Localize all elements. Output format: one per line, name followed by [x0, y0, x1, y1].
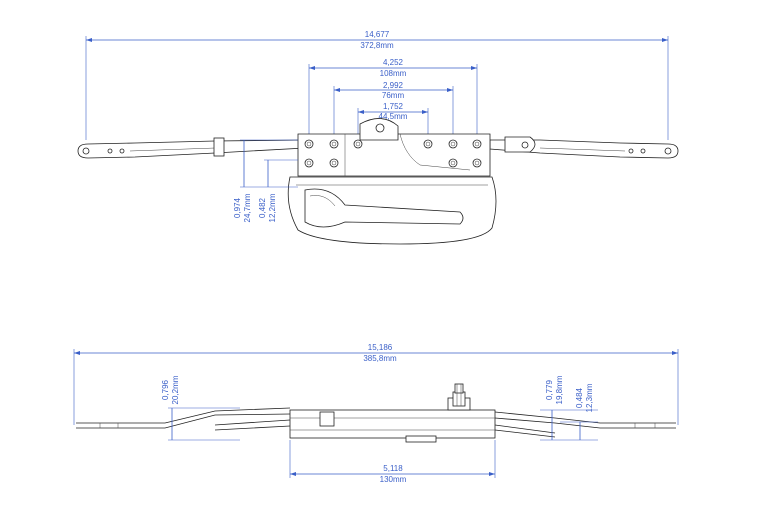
dim-body-width-mm: 130mm — [380, 475, 407, 484]
dim-right-height-mm: 19,8mm — [555, 375, 564, 404]
dim-right-height-side: 0,779 19,8mm 0,484 12,3mm — [540, 375, 598, 441]
operator-body-side — [289, 383, 496, 443]
top-view: 14,677 372,8mm 4,252 108mm 2,992 76mm — [77, 30, 679, 245]
dim-height-b-mm: 12,2mm — [268, 193, 277, 222]
spline-shaft — [452, 383, 466, 407]
side-view: 15,186 385,8mm — [73, 343, 679, 484]
dim-hole-span-c: 1,752 44,5mm — [357, 102, 429, 140]
mounting-holes-top — [304, 139, 482, 168]
dim-hole-span-b-in: 2,992 — [383, 81, 404, 90]
dim-overall-top: 14,677 372,8mm — [85, 30, 669, 140]
dim-height-a-in: 0,974 — [233, 197, 242, 218]
dim-left-height-mm: 20,2mm — [171, 375, 180, 404]
dim-left-height-side: 0,796 20,2mm — [161, 375, 240, 441]
operator-arms-side — [76, 407, 676, 438]
dim-body-width-side: 5,118 130mm — [289, 440, 496, 484]
dim-hole-span-a: 4,252 108mm — [308, 58, 478, 140]
dim-hole-span-c-in: 1,752 — [383, 102, 404, 111]
dim-hole-span-c-mm: 44,5mm — [379, 112, 408, 121]
dim-right-small-mm: 12,3mm — [585, 383, 594, 412]
dim-overall-top-mm: 372,8mm — [360, 41, 394, 50]
dim-hole-span-b: 2,992 76mm — [333, 81, 454, 140]
dim-left-height-in: 0,796 — [161, 379, 170, 400]
dim-height-a-mm: 24,7mm — [243, 193, 252, 222]
operator-arms-top — [77, 136, 679, 159]
operator-body-top — [297, 118, 491, 177]
dim-overall-side: 15,186 385,8mm — [73, 343, 679, 425]
dim-hole-span-a-in: 4,252 — [383, 58, 404, 67]
dim-height-top: 0,974 24,7mm 0,482 12,2mm — [233, 139, 298, 222]
dim-overall-side-mm: 385,8mm — [363, 354, 397, 363]
dim-overall-side-in: 15,186 — [368, 343, 393, 352]
dim-body-width-in: 5,118 — [383, 464, 403, 473]
dim-right-small-in: 0,484 — [575, 387, 584, 408]
dim-hole-span-a-mm: 108mm — [380, 69, 407, 78]
dim-overall-top-in: 14,677 — [365, 30, 390, 39]
handle-cover-top — [287, 176, 497, 245]
dim-right-height-in: 0,779 — [545, 379, 554, 400]
dim-height-b-in: 0,482 — [258, 197, 267, 218]
dim-hole-span-b-mm: 76mm — [382, 91, 405, 100]
